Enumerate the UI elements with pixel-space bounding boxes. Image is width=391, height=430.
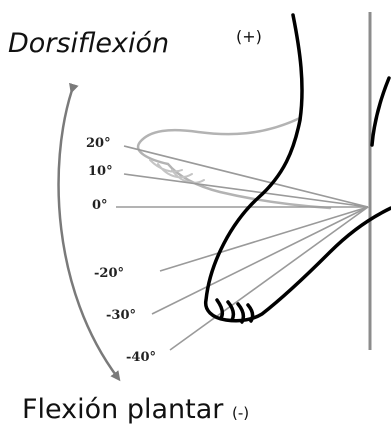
leg-front-contour — [206, 15, 391, 321]
plus-sign-label: (+) — [236, 27, 262, 46]
angle-line-minus-40 — [170, 207, 368, 350]
angle-line-minus-20 — [160, 207, 368, 271]
leg-back-contour — [372, 78, 389, 145]
angle-line-minus-30 — [152, 207, 368, 314]
angle-label-minus-30: -30° — [106, 308, 136, 323]
leg-foot-outline — [206, 15, 391, 322]
angle-label-10: 10° — [88, 164, 113, 179]
angle-label-0: 0° — [92, 198, 108, 213]
range-of-motion-arrow — [59, 90, 118, 378]
ghost-foot-dorsiflexed — [138, 118, 330, 208]
dorsiflexion-label: Dorsiflexión — [8, 28, 169, 59]
angle-line-10 — [124, 174, 368, 207]
minus-sign-label: (-) — [232, 404, 249, 422]
plantar-flexion-label: Flexión plantar (-) — [22, 394, 249, 425]
angle-label-20: 20° — [86, 136, 111, 151]
angle-label-minus-20: -20° — [94, 266, 124, 281]
angle-label-minus-40: -40° — [126, 350, 156, 365]
plantar-flexion-text: Flexión plantar — [22, 394, 223, 425]
